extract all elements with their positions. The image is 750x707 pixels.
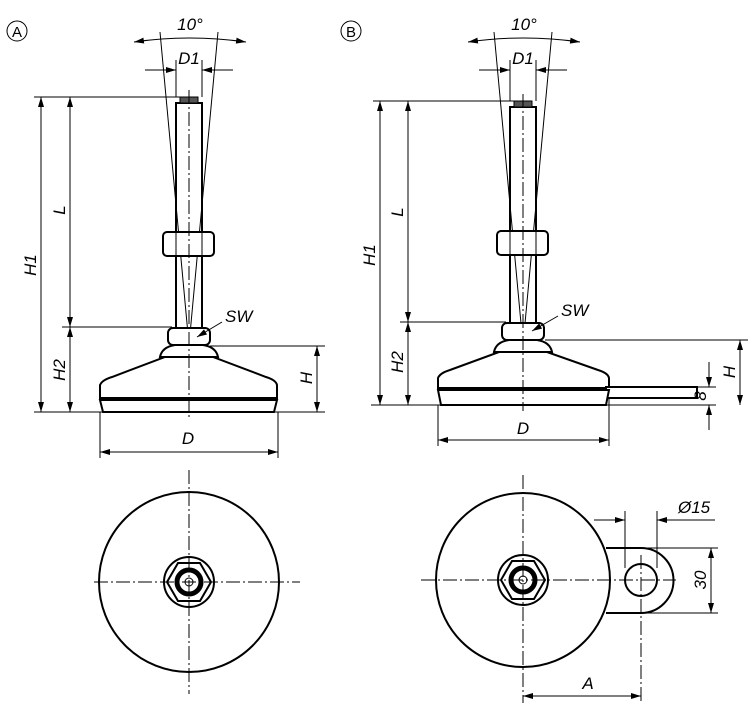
sw-label: SW: [225, 307, 254, 326]
view-b-top: Ø15 30 A: [421, 475, 718, 703]
h1-label: H1: [21, 254, 40, 276]
h2-label: H2: [50, 359, 69, 381]
d-label: D: [182, 429, 194, 448]
sw-label: SW: [561, 301, 590, 320]
swivel-cone-line: [493, 31, 524, 346]
view-a-label: A: [12, 24, 22, 41]
h-label: H: [720, 365, 739, 378]
view-b-label-circle: [340, 20, 362, 42]
d1-label: D1: [178, 49, 200, 68]
fixing-tab: [605, 386, 698, 399]
angle-dimension-arc: [133, 37, 247, 44]
view-b-label: B: [346, 24, 356, 41]
swivel-cone-line: [159, 31, 190, 346]
angle-label: 10°: [511, 15, 537, 34]
angle-label: 10°: [177, 15, 203, 34]
dome: [158, 344, 220, 358]
sw-leader-line: [196, 321, 223, 338]
tab-width-label: 30: [691, 570, 710, 589]
d-label: D: [517, 419, 529, 438]
h-label: H: [297, 371, 316, 384]
a-label: A: [581, 674, 593, 693]
view-b-side: B 10° D1 H1 L H2 H 8: [340, 15, 748, 446]
h2-label: H2: [388, 351, 407, 373]
swivel-cone-line: [522, 31, 553, 346]
h1-label: H1: [360, 244, 379, 266]
view-a-label-circle: [6, 20, 28, 42]
d1-label: D1: [512, 49, 534, 68]
view-a-top: [94, 470, 300, 694]
swivel-cone-line: [188, 31, 219, 346]
angle-dimension-arc: [467, 37, 581, 44]
view-a-side: A 10° D1 H1 L H2 H D: [6, 15, 325, 458]
l-label: L: [388, 207, 407, 216]
hole-diameter-label: Ø15: [677, 498, 711, 517]
sw-leader-line: [531, 315, 559, 332]
l-label: L: [50, 205, 69, 214]
tab-thickness-label: 8: [691, 391, 710, 401]
